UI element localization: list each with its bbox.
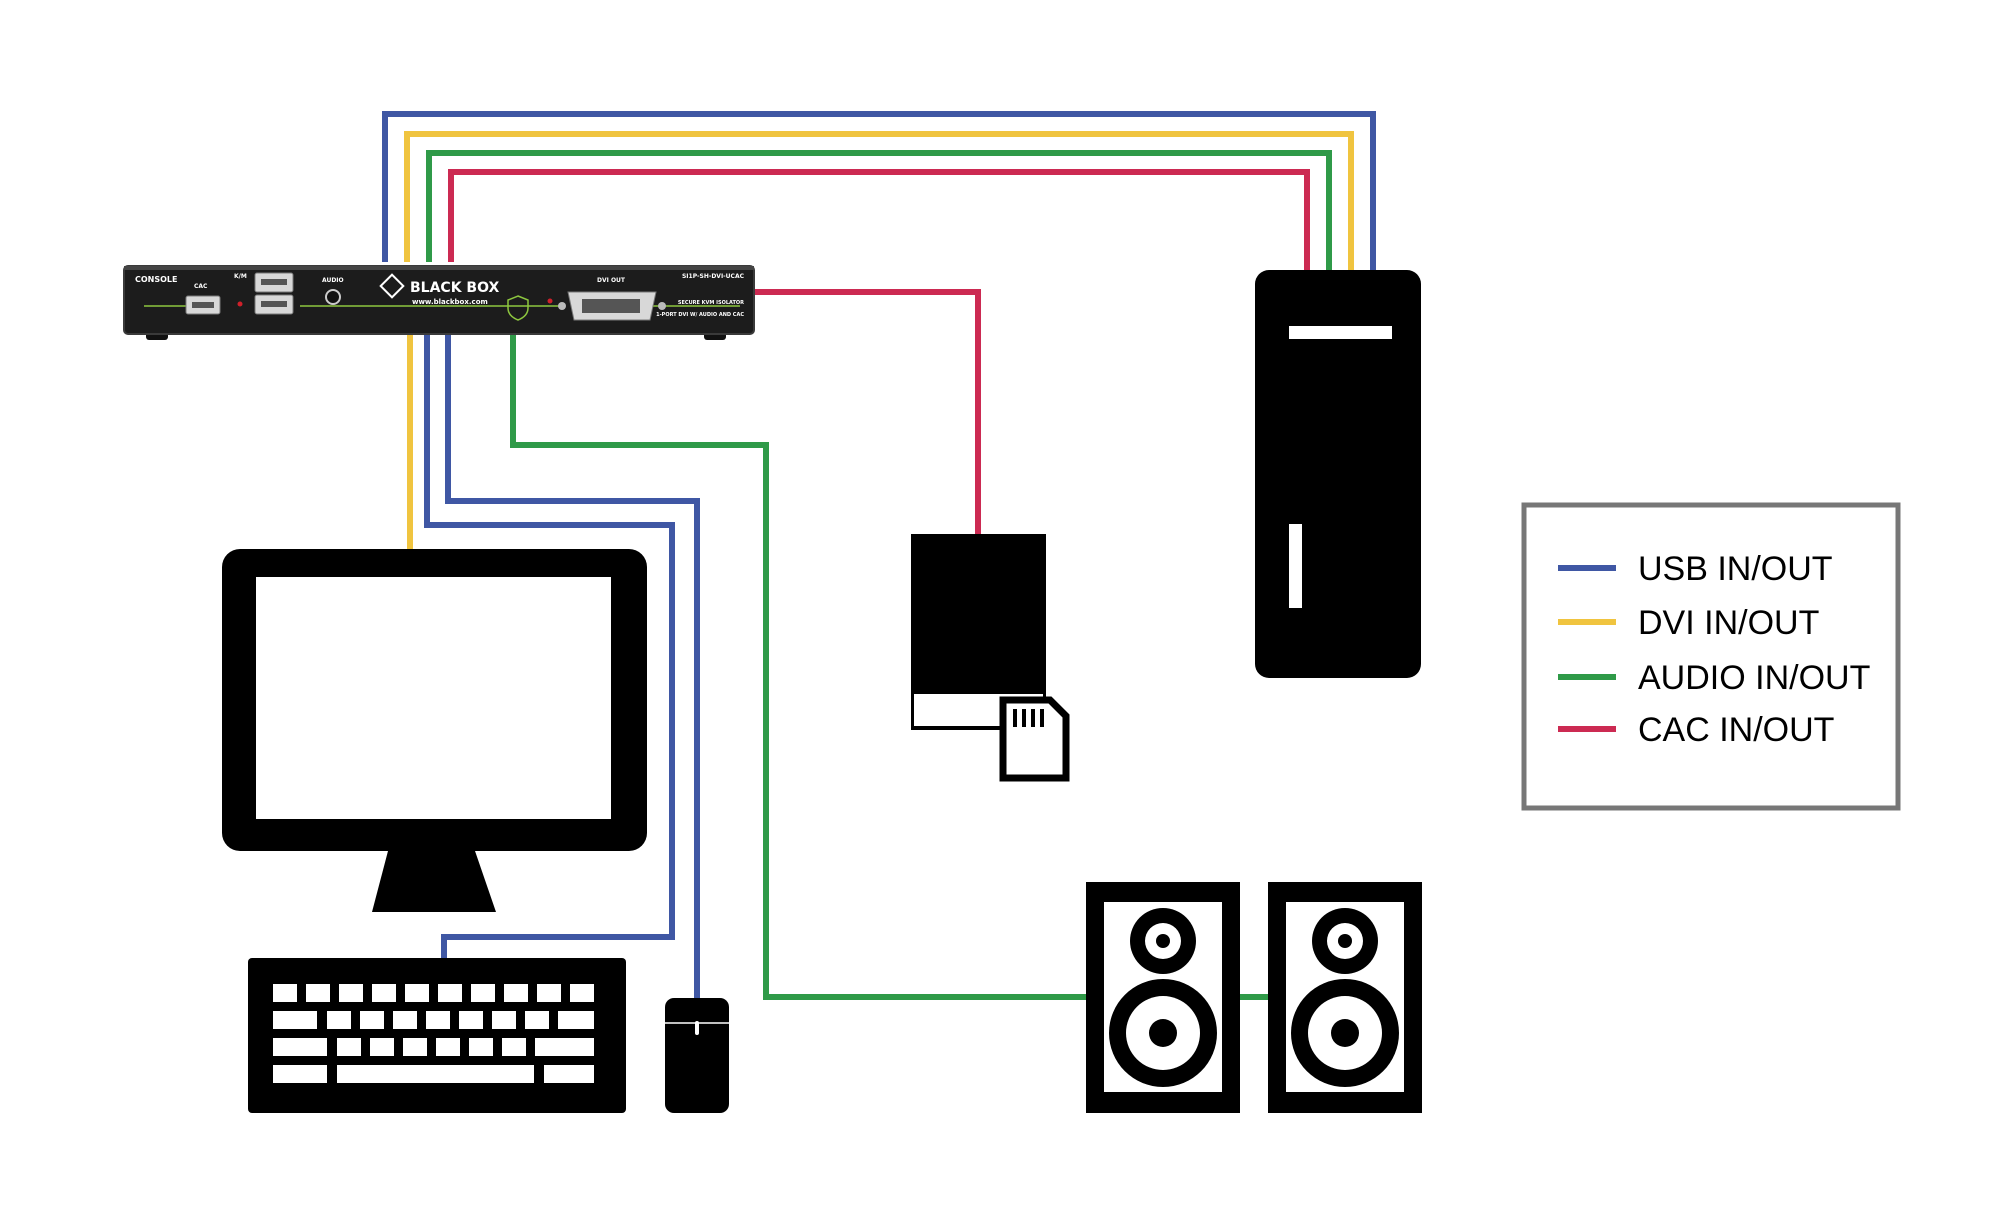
keyboard-key	[273, 1011, 317, 1029]
keyboard-key	[337, 1038, 361, 1056]
keyboard-key	[544, 1065, 594, 1083]
brand-url: www.blackbox.com	[412, 298, 488, 306]
kvm-dvi-out-label: DVI OUT	[597, 277, 626, 284]
keyboard-key	[471, 984, 495, 1002]
kvm-km-label: K/M	[234, 273, 247, 280]
keyboard-key	[327, 1011, 351, 1029]
cac-card-reader-icon	[911, 534, 1070, 782]
keyboard-key	[459, 1011, 483, 1029]
audio-jack	[325, 289, 341, 305]
keyboard-key	[403, 1038, 427, 1056]
computer-tower-icon	[1255, 270, 1421, 678]
legend-item: CAC IN/OUT	[1558, 711, 1834, 749]
keyboard-key	[570, 984, 594, 1002]
keyboard-key	[273, 1065, 327, 1083]
kvm-product-line-2: 1-PORT DVI W/ AUDIO AND CAC	[656, 312, 744, 318]
legend-box	[1521, 502, 1901, 811]
usb-cable-kvm-to-mouse	[445, 334, 700, 999]
usb-cable-kvm-to-computer	[382, 111, 1376, 272]
kvm-cac-label: CAC	[194, 283, 208, 290]
monitor-icon	[222, 549, 647, 912]
black-box-logo: BLACK BOX www.blackbox.com	[379, 273, 499, 306]
usb-cable-kvm-to-keyboard	[424, 334, 675, 960]
secure-shield-icon	[507, 295, 529, 321]
keyboard-key	[525, 1011, 549, 1029]
legend: USB IN/OUT DVI IN/OUT AUDIO IN/OUT CAC I…	[1521, 502, 1901, 811]
keyboard-key	[558, 1011, 594, 1029]
keyboard-key	[537, 984, 561, 1002]
keyboard-key	[273, 984, 297, 1002]
kvm-isolator-icon: CONSOLE CAC K/M AUDIO DVI OUT SI1P-SH-DV…	[123, 265, 755, 340]
keyboard-key	[438, 984, 462, 1002]
audio-cable-kvm-to-computer	[426, 150, 1332, 272]
keyboard-key	[337, 1065, 534, 1083]
keyboard-key	[370, 1038, 394, 1056]
right-speaker	[1268, 882, 1422, 1113]
cac-cable-kvm-to-computer	[448, 169, 1310, 272]
kvm-product-line-1: SECURE KVM ISOLATOR	[678, 300, 744, 306]
keyboard-key	[372, 984, 396, 1002]
legend-item: AUDIO IN/OUT	[1558, 659, 1870, 697]
keyboard-key	[504, 984, 528, 1002]
kvm-model-label: SI1P-SH-DVI-UCAC	[682, 273, 745, 280]
speakers-icon	[1086, 882, 1422, 1113]
keyboard-key	[492, 1011, 516, 1029]
keyboard-key	[469, 1038, 493, 1056]
keyboard-key	[306, 984, 330, 1002]
keyboard-key	[535, 1038, 594, 1056]
keyboard-key	[360, 1011, 384, 1029]
cables	[382, 111, 1376, 1000]
dvi-cable-kvm-to-computer	[404, 131, 1354, 272]
audio-cable-kvm-to-speakers	[510, 334, 1086, 1000]
kvm-console-label: CONSOLE	[135, 275, 178, 284]
legend-item: USB IN/OUT	[1558, 550, 1833, 588]
keyboard-key	[273, 1038, 327, 1056]
legend-label-cac: CAC IN/OUT	[1638, 711, 1834, 749]
legend-label-audio: AUDIO IN/OUT	[1638, 659, 1870, 697]
left-speaker	[1086, 882, 1240, 1113]
legend-label-usb: USB IN/OUT	[1638, 550, 1833, 588]
keyboard-key	[436, 1038, 460, 1056]
keyboard-key	[426, 1011, 450, 1029]
keyboard-key	[502, 1038, 526, 1056]
keyboard-key	[393, 1011, 417, 1029]
smart-card-icon	[999, 696, 1070, 782]
cac-status-led	[237, 301, 243, 307]
status-led	[547, 298, 553, 304]
keyboard-icon	[248, 958, 626, 1113]
legend-label-dvi: DVI IN/OUT	[1638, 604, 1819, 642]
keyboard-key	[405, 984, 429, 1002]
mouse-icon	[665, 998, 729, 1113]
legend-item: DVI IN/OUT	[1558, 604, 1819, 642]
cac-cable-kvm-to-card-reader	[752, 289, 981, 534]
keyboard-key	[339, 984, 363, 1002]
brand-name: BLACK BOX	[410, 280, 499, 296]
kvm-audio-label: AUDIO	[322, 277, 344, 284]
